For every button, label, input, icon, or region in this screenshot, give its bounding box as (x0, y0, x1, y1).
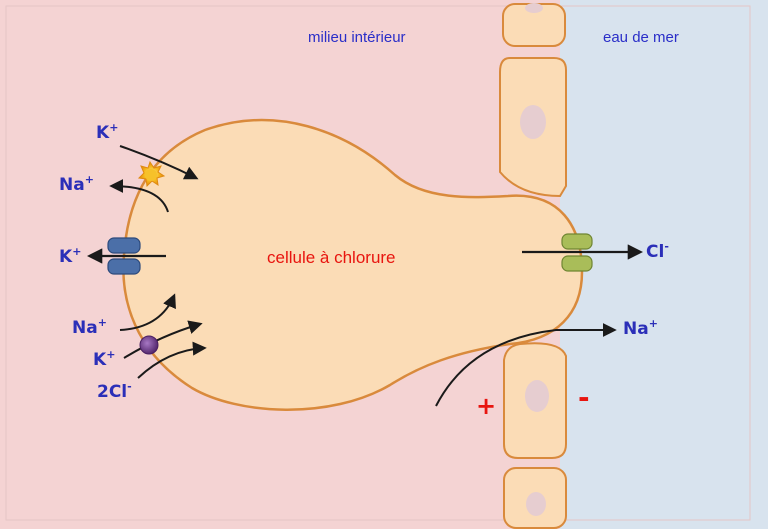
epithelial-cells (499, 3, 567, 529)
arrow-na-out (109, 179, 169, 213)
k-channel-icon (107, 237, 141, 254)
cell-label: cellule à chlorure (267, 248, 396, 267)
arrow-cotrans-k (123, 320, 203, 359)
ion-label-cotrans-na: Na+ (72, 316, 107, 338)
charge-positive: + (476, 392, 496, 420)
frame-border (5, 5, 751, 521)
cl-channel (522, 233, 644, 272)
chloride-cell (122, 118, 584, 411)
charge-negative: - (578, 381, 590, 414)
arrow-cotrans-cl (137, 341, 207, 379)
ion-label-pump-k: K+ (96, 121, 118, 143)
k-channel-icon (107, 258, 141, 275)
cl-channel-icon (561, 233, 593, 250)
ion-label-cotrans-k: K+ (93, 348, 115, 370)
na-k-pump (109, 145, 199, 213)
nucleus-icon (520, 105, 546, 139)
nucleus-icon (525, 3, 543, 13)
arrow-paracellular-na (435, 323, 617, 407)
ion-label-pump-na: Na+ (59, 173, 94, 195)
cl-channel-icon (561, 255, 593, 272)
ion-label-cotrans-cl: 2Cl- (97, 380, 132, 402)
arrow-k-in (119, 145, 199, 180)
pump-core-icon (145, 169, 157, 181)
ion-label-para-na: Na+ (623, 317, 658, 339)
cotransporter-icon (139, 335, 159, 355)
seawater-label: eau de mer (603, 29, 679, 46)
ion-label-channel-k: K+ (59, 245, 81, 267)
na-k-2cl-cotransporter (119, 293, 207, 379)
nucleus-icon (525, 380, 549, 412)
interior-label: milieu intérieur (308, 29, 406, 46)
nucleus-icon (526, 492, 546, 516)
seawater-region (560, 0, 768, 529)
k-channel (86, 237, 166, 275)
ion-label-apical-cl: Cl- (646, 240, 669, 262)
arrow-cotrans-na (119, 293, 176, 331)
